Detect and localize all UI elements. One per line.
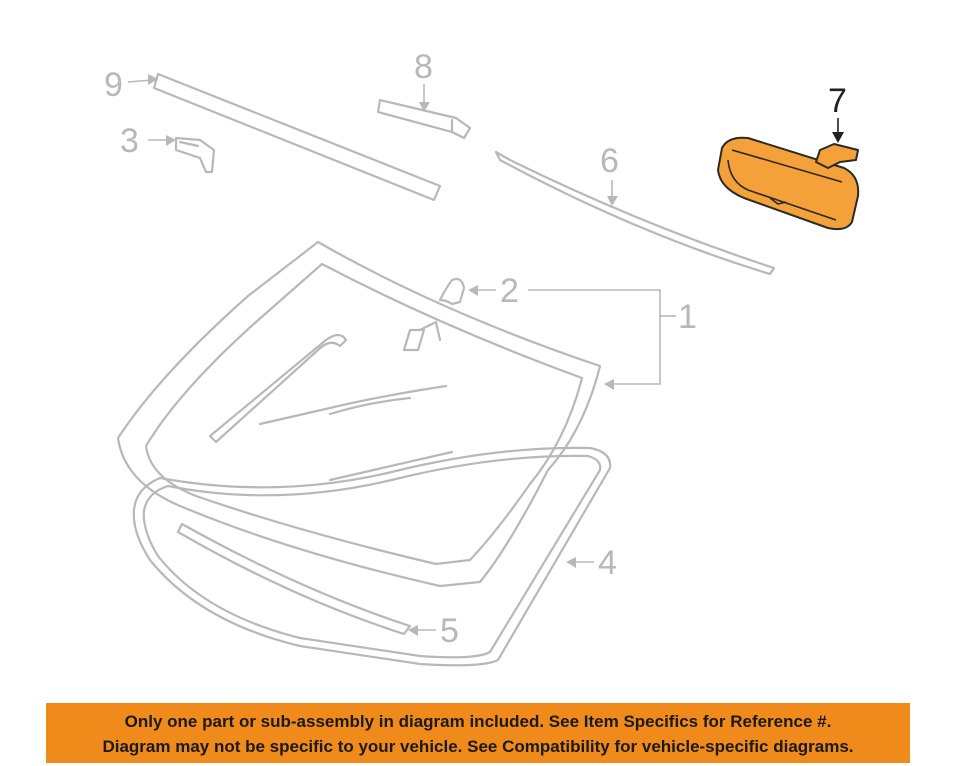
disclaimer-banner: Only one part or sub-assembly in diagram…	[46, 703, 910, 763]
callout-7: 7	[828, 82, 847, 143]
callout-2-label: 2	[500, 272, 519, 310]
callout-2: 2	[468, 272, 519, 310]
callout-3: 3	[120, 122, 176, 160]
part-7-rearview-mirror	[717, 136, 860, 231]
callout-8: 8	[414, 48, 433, 112]
part-6-molding	[494, 150, 776, 276]
callout-7-label: 7	[828, 82, 847, 120]
part-3-clip	[174, 136, 216, 174]
part-2-clip	[438, 277, 466, 306]
callout-9-label: 9	[104, 66, 123, 104]
part-8-bracket	[376, 98, 472, 140]
callout-4: 4	[566, 544, 617, 582]
callout-6: 6	[600, 142, 619, 206]
part-9-molding	[152, 72, 442, 202]
callout-9: 9	[104, 66, 158, 104]
callout-4-label: 4	[598, 544, 617, 582]
part-4-seal-frame	[132, 446, 612, 667]
part-1-windshield-glass	[116, 240, 602, 588]
callout-1: 1	[528, 289, 697, 390]
disclaimer-line-2: Diagram may not be specific to your vehi…	[102, 737, 854, 756]
callout-6-label: 6	[600, 142, 619, 180]
windshield-parts-diagram: 9 3 8 6 7	[104, 48, 860, 667]
callout-8-label: 8	[414, 48, 433, 86]
callout-5-label: 5	[440, 612, 459, 650]
part-5-lower-molding	[176, 522, 412, 636]
callout-5: 5	[408, 612, 459, 650]
callout-1-label: 1	[678, 298, 697, 336]
callout-3-label: 3	[120, 122, 139, 160]
disclaimer-line-1: Only one part or sub-assembly in diagram…	[124, 712, 832, 731]
